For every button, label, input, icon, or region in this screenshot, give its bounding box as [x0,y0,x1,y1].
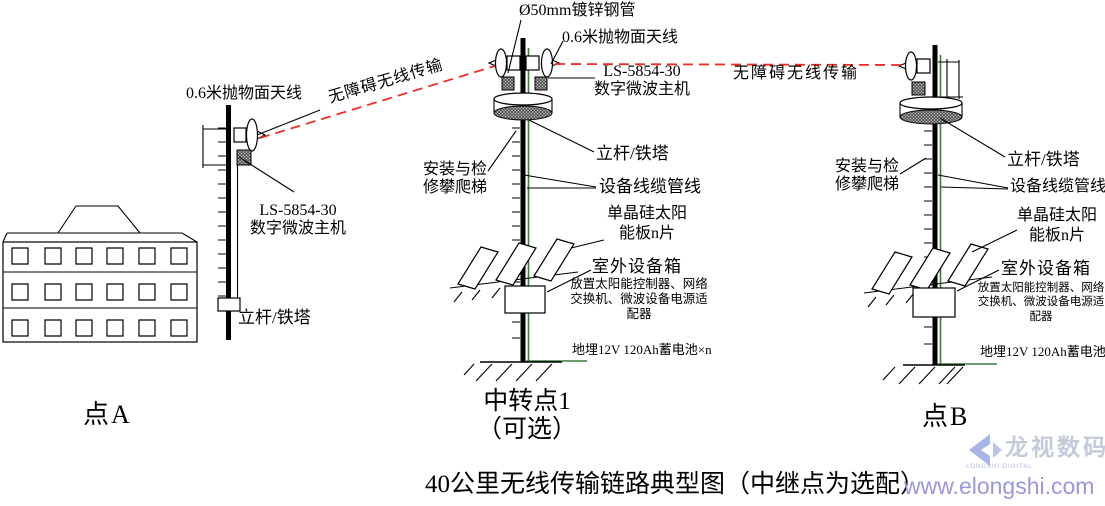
leader-lines [487,19,605,293]
outdoor-equipment-box [504,285,546,314]
leader-lines [238,109,321,193]
link-right-label: 无障碍无线传输 [733,65,860,82]
caption-url: www.elongshi.com [904,473,1095,499]
site-a-name: 点A [83,400,132,429]
ground-hatch [463,363,553,382]
watermark-subtitle: LONGSHI DIGITAL [966,464,1033,470]
antenna-mount [233,127,247,143]
relay-cable-label: 设备线缆管线 [599,177,701,196]
relay-name: 中转点1 （可选） [476,388,577,443]
site-a-tower-label: 立杆/铁塔 [238,308,311,327]
site-a-tower [202,105,321,340]
antenna-mount [916,58,931,74]
relay-host-label: LS-5854-30 数字微波主机 [593,63,690,98]
site-b-solar-label: 单晶硅太阳 能板n片 [1016,207,1097,244]
antenna-mount [525,55,540,71]
microwave-host-box [501,76,515,91]
solar-array [863,243,993,308]
dish-antenna-icon [494,48,508,78]
site-a-antenna-label: 0.6米抛物面天线 [186,85,303,102]
relay-pipe-label: Ø50mm镀锌钢管 [519,2,636,19]
microwave-host-box [534,76,548,91]
feed-horn [256,130,267,140]
site-b-box-label: 室外设备箱 [1001,259,1091,278]
work-basket [493,92,553,121]
site-a-host-label: LS-5854-30 数字微波主机 [249,202,346,237]
relay-antenna-label: 0.6米抛物面天线 [562,29,679,46]
logo-icon [969,434,1002,466]
mast-bracket [202,125,226,168]
microwave-host-box [911,81,926,96]
site-b-tower [863,45,1018,385]
mast-bracket [938,59,963,100]
relay-box-desc: 放置太阳能控制器、网络 交换机、微波设备电源适 配器 [570,277,708,321]
dish-antenna-icon [540,48,554,78]
leader-lines [899,117,1018,292]
building-windows [11,247,188,337]
feed-horn [487,59,561,67]
site-b-box-desc: 放置太阳能控制器、网络 交换机、微波设备电源适 配器 [977,282,1105,323]
ground-hatch [882,366,964,385]
building [2,205,198,343]
wireless-link-left [259,65,496,139]
relay-tower-label: 立杆/铁塔 [596,144,669,163]
outdoor-equipment-box [912,287,956,318]
wireless-link-right [554,63,904,66]
site-b-name: 点B [922,402,970,431]
watermark-name: 龙视数码 [1005,434,1105,460]
solar-array [449,238,579,303]
relay-box-label: 室外设备箱 [592,257,682,276]
work-basket [899,96,963,125]
relay-ladder-label: 安装与检 修攀爬梯 [422,161,487,196]
site-b-ladder-label: 安装与检 修攀爬梯 [834,158,899,193]
pole-junction-box [217,297,241,312]
feed-horn [897,62,907,70]
microwave-host-box [236,149,252,166]
dish-antenna-icon [245,118,259,152]
site-b-tower-label: 立杆/铁塔 [1007,150,1080,169]
dish-antenna-icon [904,51,918,81]
relay-battery-label: 地埋12V 120Ah蓄电池×n [572,342,712,357]
site-b-cable-label: 设备线缆管线 [1010,178,1105,195]
relay-solar-label: 单晶硅太阳 能板n片 [606,205,687,242]
ladder-rungs [218,127,226,297]
relay-tower [449,19,605,382]
site-b-battery-label: 地埋12V 120Ah蓄电池×n [980,344,1105,359]
caption-title: 40公里无线传输链路典型图（中继点为选配） [425,471,926,498]
